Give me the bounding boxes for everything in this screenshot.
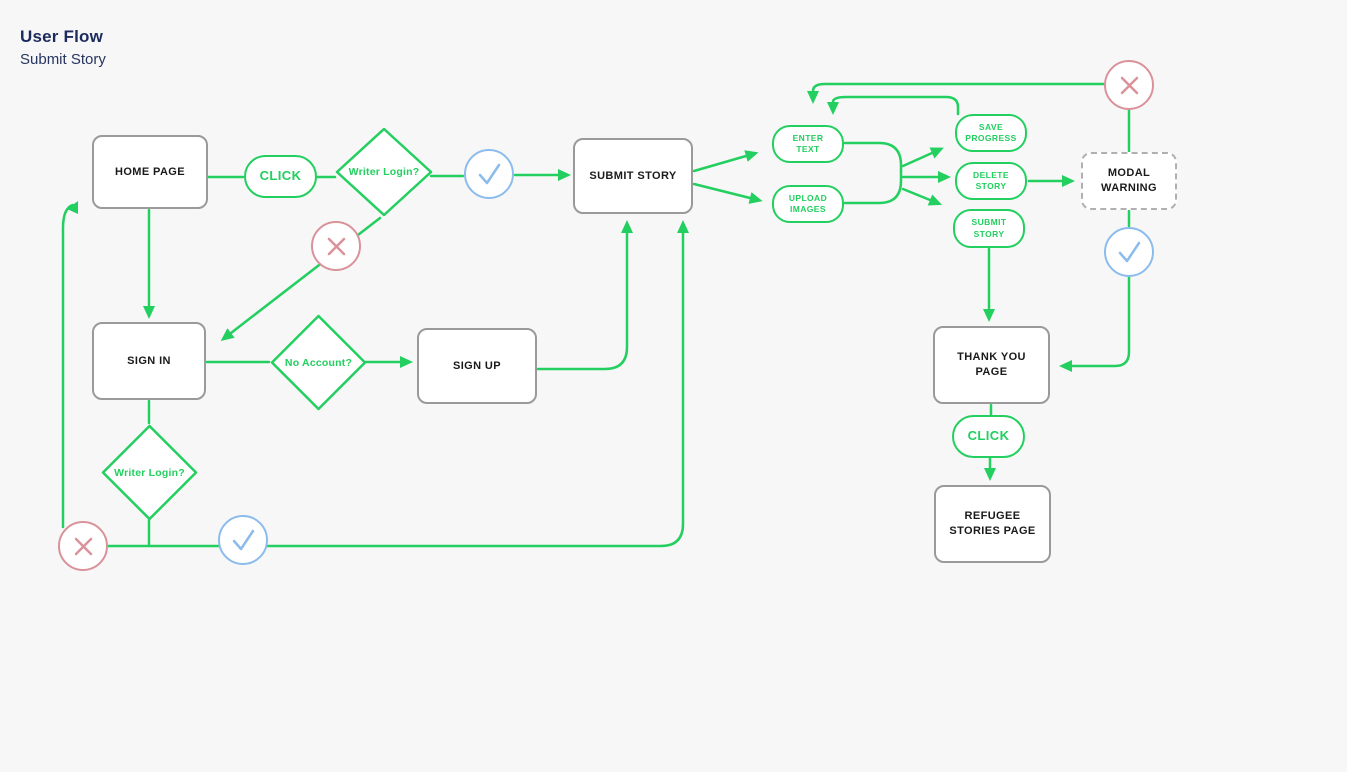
- sign-in-node[interactable]: SIGN IN: [92, 322, 206, 400]
- writer-login-decision-2-node[interactable]: Writer Login?: [101, 424, 198, 521]
- fail-circle-writer-login[interactable]: [311, 221, 361, 271]
- success-circle-writer-login[interactable]: [464, 149, 514, 199]
- modal-warning-label: MODAL WARNING: [1101, 167, 1157, 194]
- arrowhead-fail-loop: [67, 201, 78, 214]
- delete-story-node[interactable]: DELETE STORY: [955, 162, 1027, 200]
- save-progress-node[interactable]: SAVE PROGRESS: [955, 114, 1027, 152]
- writer-login-decision-2-label: Writer Login?: [114, 466, 185, 479]
- edge-submitpage-to-uploadimages: [692, 182, 763, 204]
- page-subtitle: Submit Story: [20, 51, 106, 68]
- check-icon: [478, 163, 500, 184]
- edge-saveprogress-loop-to-entertext: [827, 95, 960, 116]
- home-page-label: HOME PAGE: [114, 165, 185, 178]
- fail-circle-modal[interactable]: [1104, 60, 1154, 110]
- x-icon: [327, 237, 345, 255]
- save-progress-label: SAVE PROGRESS: [965, 121, 1017, 143]
- upload-images-label: UPLOAD IMAGES: [788, 192, 828, 214]
- submit-story-page-node[interactable]: SUBMIT STORY: [573, 138, 693, 214]
- click-action-label: CLICK: [259, 168, 302, 184]
- x-icon: [1120, 76, 1138, 94]
- diamond-shape: [270, 314, 367, 411]
- click-action-2-label: CLICK: [967, 428, 1010, 444]
- home-page-node[interactable]: HOME PAGE: [92, 135, 208, 209]
- refugee-stories-page-label: REFUGEE STORIES PAGE: [949, 510, 1036, 537]
- check-icon: [232, 529, 254, 550]
- enter-text-label: ENTER TEXT: [792, 132, 824, 154]
- edge-uploadimages-to-junction: [843, 169, 903, 205]
- check-icon: [1118, 241, 1140, 262]
- thank-you-page-label: THANK YOU PAGE: [957, 351, 1026, 378]
- edge-signup-to-submitpage: [536, 220, 633, 371]
- success-circle-modal[interactable]: [1104, 227, 1154, 277]
- page-title: User Flow: [20, 27, 104, 46]
- edge-entertext-to-junction: [843, 141, 903, 173]
- sign-up-label: SIGN UP: [452, 359, 502, 372]
- success-circle-bottom[interactable]: [218, 515, 268, 565]
- writer-login-decision-node[interactable]: Writer Login?: [335, 127, 433, 217]
- edge-submitpage-to-entertext: [692, 150, 759, 173]
- diamond-shape: [335, 127, 433, 217]
- sign-in-label: SIGN IN: [127, 354, 171, 367]
- modal-warning-node[interactable]: MODAL WARNING: [1081, 152, 1177, 210]
- no-account-decision-label: No Account?: [284, 356, 353, 369]
- no-account-decision-node[interactable]: No Account?: [270, 314, 367, 411]
- submit-story-page-label: SUBMIT STORY: [589, 169, 677, 182]
- edge-modalfail-loop-to-entertext: [807, 82, 1106, 104]
- thank-you-page-node[interactable]: THANK YOU PAGE: [933, 326, 1050, 404]
- click-action-2-node[interactable]: CLICK: [952, 415, 1025, 458]
- writer-login-decision-label: Writer Login?: [348, 166, 420, 178]
- click-action-node[interactable]: CLICK: [244, 155, 317, 198]
- diamond-shape: [101, 424, 198, 521]
- x-icon: [74, 537, 92, 555]
- sign-up-node[interactable]: SIGN UP: [417, 328, 537, 404]
- submit-story-action-label: SUBMIT STORY: [971, 217, 1007, 239]
- edge-junction-to-submitaction: [901, 187, 943, 206]
- edge-success-to-thankyou: [1059, 275, 1131, 372]
- edge-junction-to-saveprogress: [901, 147, 944, 168]
- refugee-stories-page-node[interactable]: REFUGEE STORIES PAGE: [934, 485, 1051, 563]
- enter-text-node[interactable]: ENTER TEXT: [772, 125, 844, 163]
- page-header: User Flow Submit Story: [20, 27, 106, 68]
- edge-fail-loop-to-home: [61, 203, 75, 529]
- fail-circle-bottom[interactable]: [58, 521, 108, 571]
- delete-story-label: DELETE STORY: [973, 169, 1009, 191]
- upload-images-node[interactable]: UPLOAD IMAGES: [772, 185, 844, 223]
- submit-story-action-node[interactable]: SUBMIT STORY: [953, 209, 1025, 248]
